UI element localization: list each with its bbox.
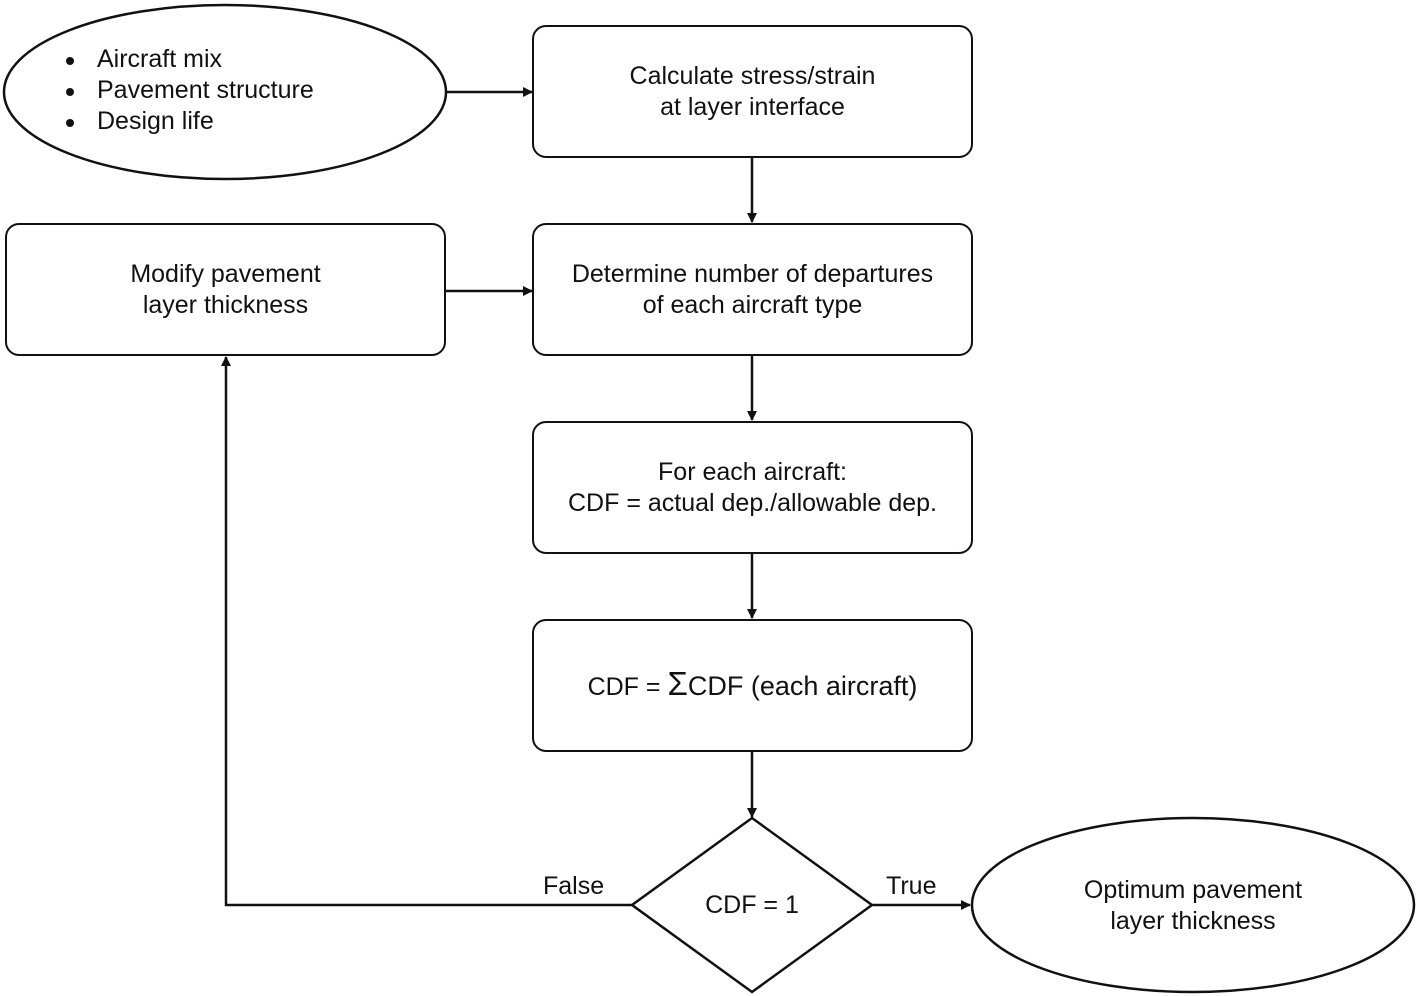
modify-thickness-line-1: Modify pavement [130, 259, 321, 288]
sum-cdf-box: CDF = ΣCDF (each aircraft) [532, 619, 973, 752]
per-aircraft-cdf-line-2: CDF = actual dep./allowable dep. [568, 488, 937, 517]
result-line-2: layer thickness [1110, 907, 1276, 935]
input-item-pavement-structure: Pavement structure [62, 75, 314, 106]
input-item-aircraft-mix: Aircraft mix [62, 44, 314, 75]
calculate-stress-line-2: at layer interface [660, 92, 845, 121]
determine-departures-line-1: Determine number of departures [571, 259, 934, 288]
sum-cdf-formula: CDF = ΣCDF (each aircraft) [587, 665, 918, 703]
decision-diamond [629, 816, 875, 994]
modify-thickness-box: Modify pavement layer thickness [5, 223, 446, 356]
determine-departures-line-2: of each aircraft type [642, 290, 863, 319]
sum-cdf-prefix: CDF = [587, 673, 661, 701]
arrow-false-to-modify [221, 356, 632, 907]
calculate-stress-box: Calculate stress/strain at layer interfa… [532, 25, 973, 158]
inputs-list: Aircraft mix Pavement structure Design l… [62, 44, 314, 137]
decision-condition: CDF = 1 [662, 890, 842, 921]
determine-departures-box: Determine number of departures of each a… [532, 223, 973, 356]
result-line-1: Optimum pavement [1083, 876, 1303, 904]
per-aircraft-cdf-line-1: For each aircraft: [658, 457, 847, 486]
sigma-symbol: Σ [667, 665, 688, 702]
input-item-design-life: Design life [62, 106, 314, 137]
result-ellipse [970, 816, 1416, 994]
result-text: Optimum pavement layer thickness [1023, 875, 1363, 937]
per-aircraft-cdf-box: For each aircraft: CDF = actual dep./all… [532, 421, 973, 554]
sum-cdf-suffix: CDF (each aircraft) [687, 671, 918, 701]
false-branch-label: False [543, 872, 605, 900]
decision-condition-text: CDF = 1 [705, 891, 799, 919]
modify-thickness-line-2: layer thickness [142, 290, 309, 319]
calculate-stress-line-1: Calculate stress/strain [629, 61, 876, 90]
true-branch-label: True [886, 872, 937, 900]
